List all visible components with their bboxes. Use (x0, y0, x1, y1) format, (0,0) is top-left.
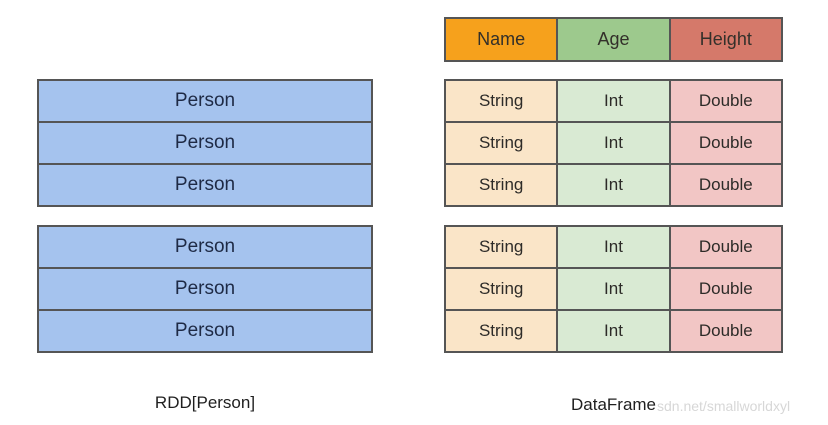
dataframe-header-row: Name Age Height (444, 17, 783, 62)
dataframe-cell-double: Double (668, 269, 781, 309)
dataframe-cell-double: Double (668, 311, 781, 351)
rdd-partition-block-2: Person Person Person (37, 225, 373, 353)
dataframe-cell-double: Double (668, 123, 781, 163)
dataframe-cell-string: String (446, 227, 557, 267)
rdd-partition-block-1: Person Person Person (37, 79, 373, 207)
dataframe-cell-double: Double (668, 81, 781, 121)
dataframe-row: String Int Double (446, 309, 781, 351)
dataframe-cell-string: String (446, 311, 557, 351)
dataframe-cell-string: String (446, 269, 557, 309)
dataframe-cell-int: Int (556, 269, 669, 309)
dataframe-header-name: Name (446, 19, 557, 60)
rdd-row: Person (39, 227, 371, 267)
dataframe-row: String Int Double (446, 81, 781, 121)
dataframe-cell-int: Int (556, 81, 669, 121)
dataframe-row: String Int Double (446, 121, 781, 163)
dataframe-cell-int: Int (556, 165, 669, 205)
rdd-row: Person (39, 81, 371, 121)
dataframe-cell-string: String (446, 81, 557, 121)
dataframe-caption: DataFrame (570, 395, 657, 414)
rdd-caption: RDD[Person] (154, 393, 256, 412)
rdd-row: Person (39, 311, 371, 351)
dataframe-row: String Int Double (446, 227, 781, 267)
dataframe-cell-string: String (446, 165, 557, 205)
rdd-row: Person (39, 165, 371, 205)
dataframe-row: String Int Double (446, 163, 781, 205)
dataframe-header-age: Age (556, 19, 669, 60)
rdd-row: Person (39, 269, 371, 309)
csdn-watermark: sdn.net/smallworldxyl (657, 398, 791, 414)
dataframe-partition-block-2: String Int Double String Int Double Stri… (444, 225, 783, 353)
dataframe-cell-int: Int (556, 311, 669, 351)
dataframe-cell-double: Double (668, 227, 781, 267)
rdd-row: Person (39, 123, 371, 163)
dataframe-cell-int: Int (556, 123, 669, 163)
dataframe-cell-int: Int (556, 227, 669, 267)
dataframe-cell-string: String (446, 123, 557, 163)
dataframe-row: String Int Double (446, 267, 781, 309)
dataframe-cell-double: Double (668, 165, 781, 205)
dataframe-header-height: Height (668, 19, 781, 60)
dataframe-partition-block-1: String Int Double String Int Double Stri… (444, 79, 783, 207)
